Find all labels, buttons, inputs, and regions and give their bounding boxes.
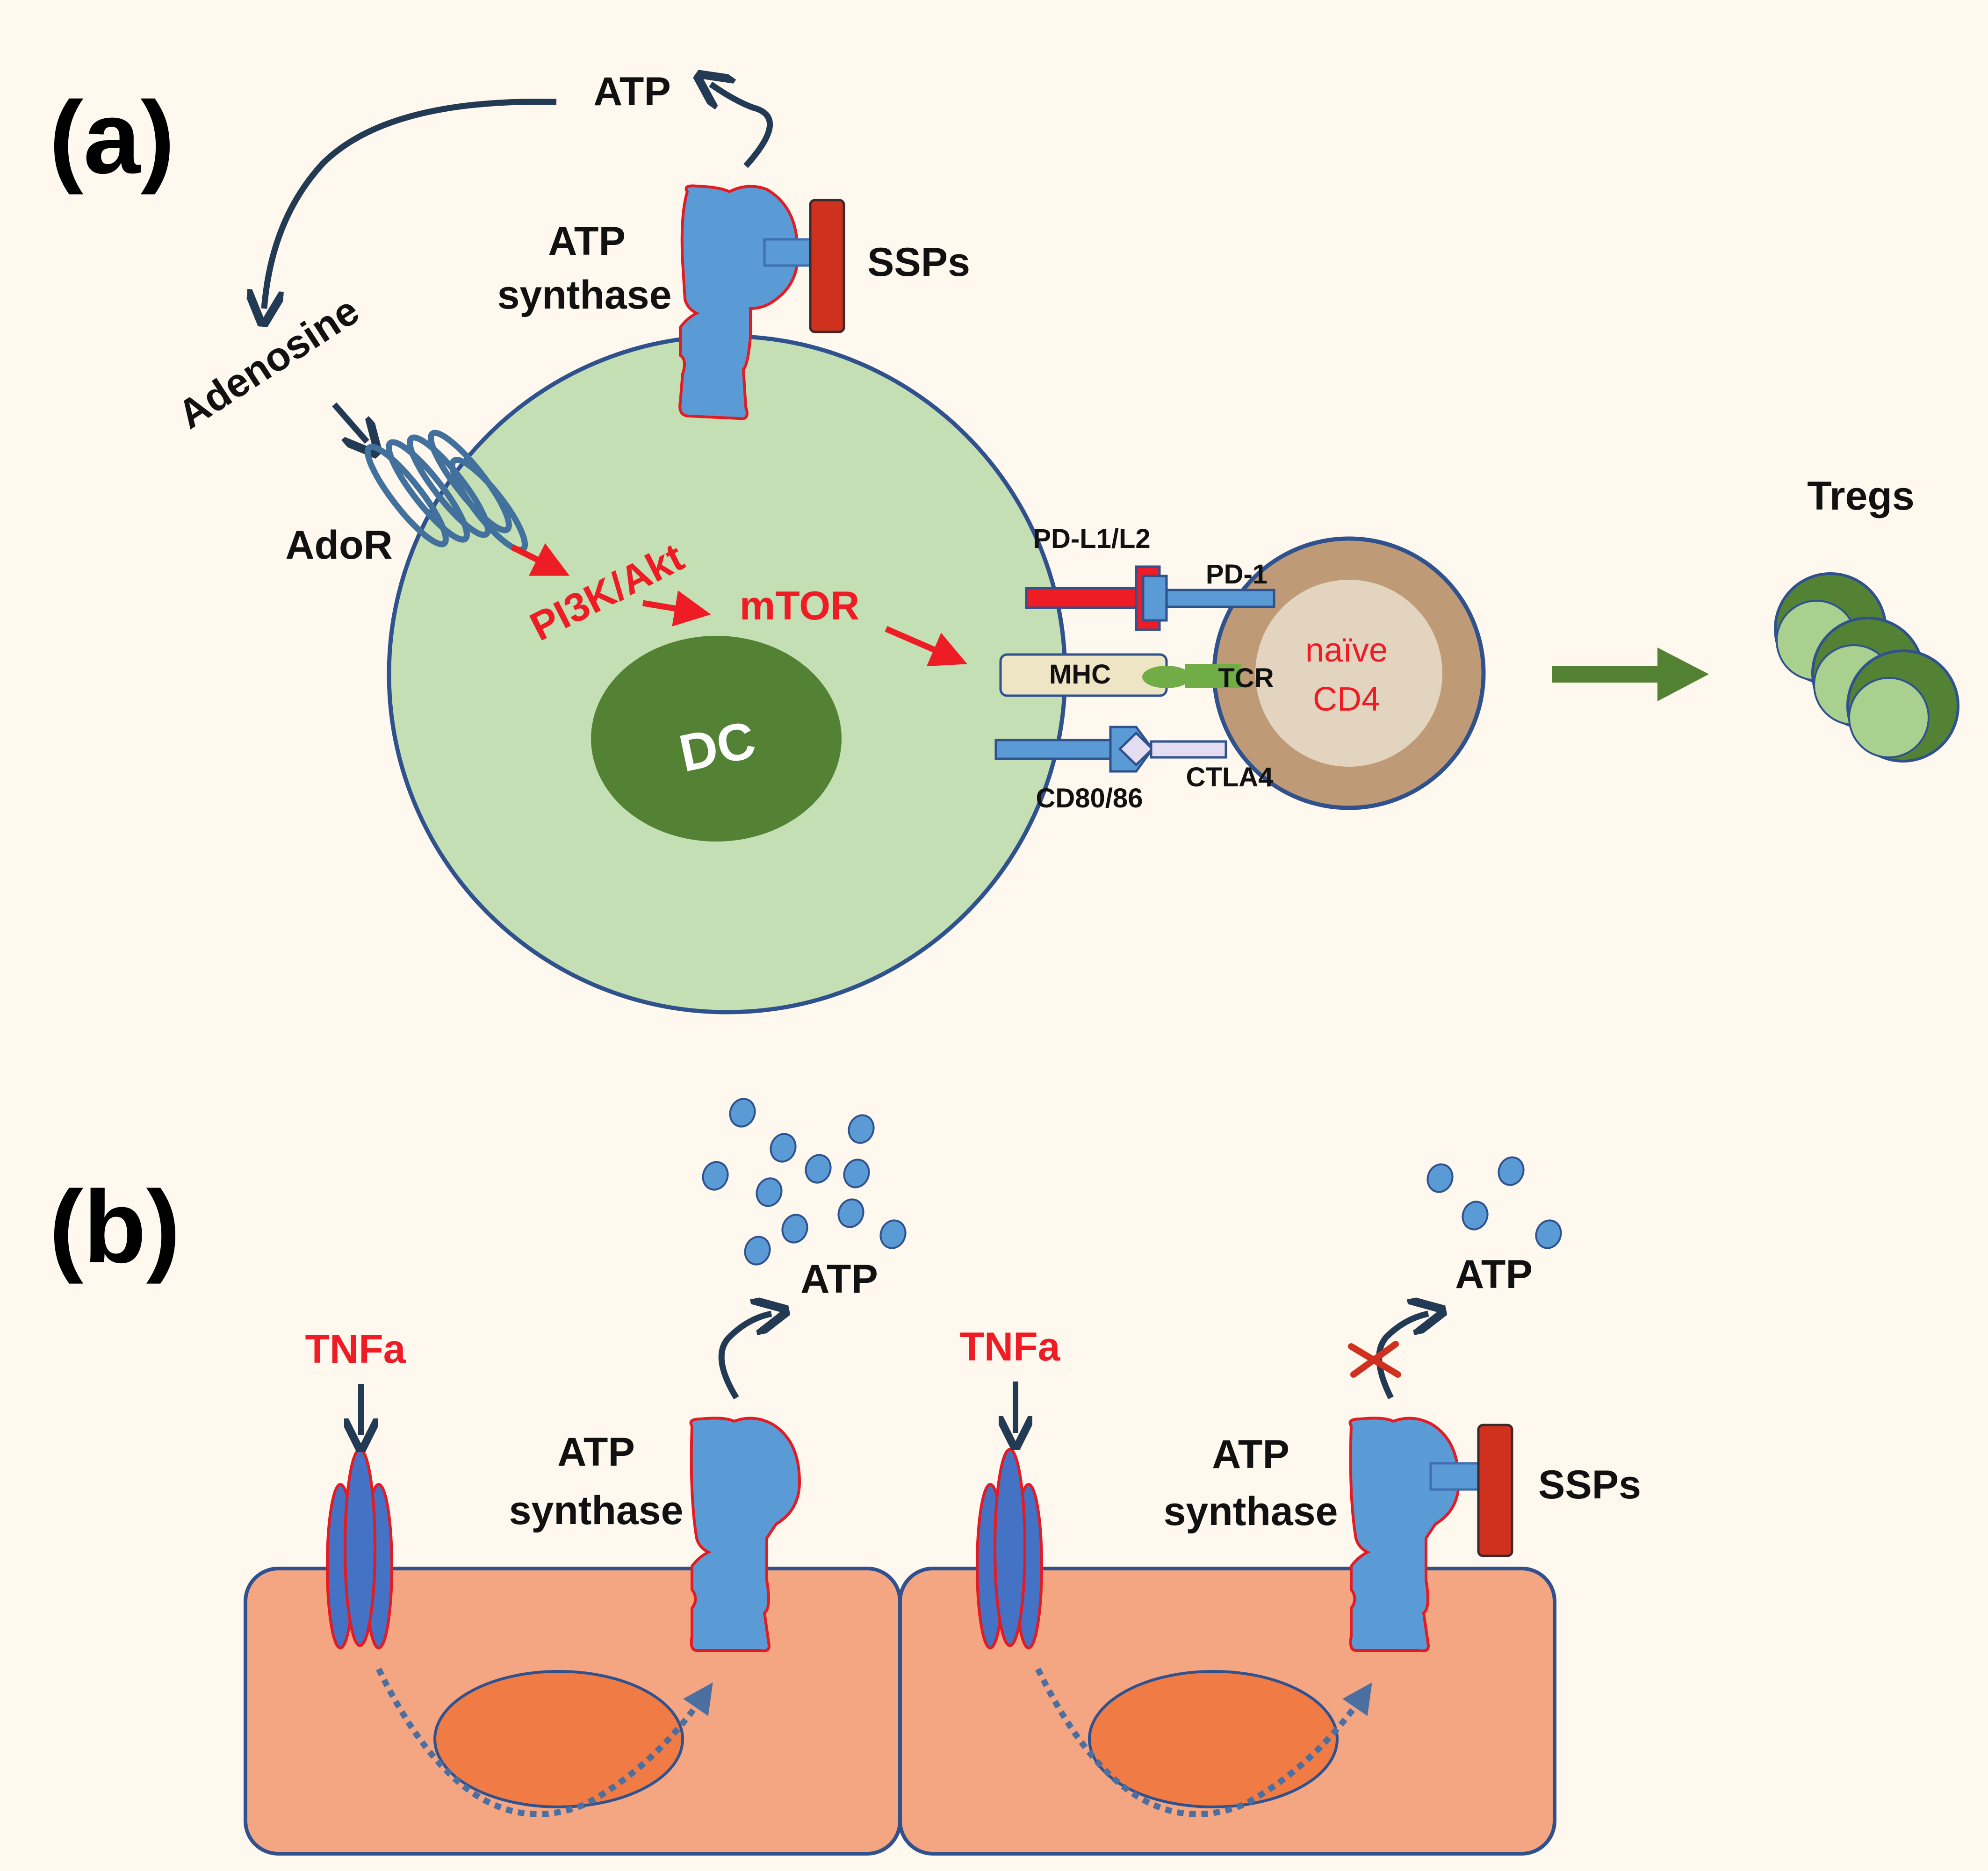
atp-label-b-left: ATP xyxy=(800,1257,878,1302)
atp-molecules-left xyxy=(702,1098,907,1266)
epithelial-nucleus-right xyxy=(1088,1670,1339,1808)
mtor-label: mTOR xyxy=(740,583,859,628)
atp-release-arrow-b-right xyxy=(1376,1314,1428,1399)
panel-label-a: (a) xyxy=(49,80,175,195)
naive-cd4-inner xyxy=(1255,580,1442,767)
adenosine-to-ador-arrow xyxy=(332,402,367,442)
atp-synthase-label-a-1: ATP xyxy=(548,219,626,264)
tnf-receptor-right xyxy=(976,1448,1043,1649)
panel-label-b: (b) xyxy=(49,1169,180,1284)
pi3k-to-mtor-arrow xyxy=(642,590,711,626)
signal-dotted-arrow-right xyxy=(1035,1668,1372,1817)
dc-nucleus xyxy=(591,636,842,842)
cd80-stalk xyxy=(994,739,1119,760)
ctla4-stalk xyxy=(1150,740,1227,759)
atp-synthase-b-left-label-2: synthase xyxy=(509,1488,684,1533)
atp-to-adenosine-arrow xyxy=(264,99,557,309)
ador-receptor xyxy=(365,430,528,553)
atp-synthase-b-right-label-1: ATP xyxy=(1212,1432,1289,1477)
peptide xyxy=(1142,666,1191,688)
tnf-receptor-left xyxy=(326,1448,393,1649)
blocked-cross xyxy=(1348,1341,1401,1378)
naive-cd4-label-1: naïve xyxy=(1305,632,1388,669)
pd-l1-label: PD-L1/L2 xyxy=(1033,524,1150,554)
atp-synthase-b-left xyxy=(689,1417,801,1653)
atp-label-top: ATP xyxy=(593,69,671,114)
atp-release-arrow-b-left xyxy=(718,1314,771,1400)
cd80-label: CD80/86 xyxy=(1036,783,1143,813)
mhc-label: MHC xyxy=(1049,659,1111,690)
ssps-label-a: SSPs xyxy=(867,240,970,285)
atp-synthase-b-right-label-2: synthase xyxy=(1164,1489,1338,1534)
treg-cells xyxy=(1774,572,1959,763)
ssp-binding-arm-b xyxy=(1429,1462,1486,1491)
ctla4-label: CTLA4 xyxy=(1186,762,1274,792)
atp-label-b-right: ATP xyxy=(1455,1252,1533,1297)
ssp-bar-b xyxy=(1477,1424,1513,1557)
ador-label: AdoR xyxy=(285,523,392,568)
signal-dotted-arrow-left xyxy=(376,1668,713,1817)
atp-release-arrow-a xyxy=(711,84,773,168)
tnfa-label-right: TNFa xyxy=(960,1324,1061,1369)
ssps-label-b: SSPs xyxy=(1538,1462,1641,1507)
ctla4-head xyxy=(1118,731,1154,767)
epithelial-nucleus-left xyxy=(433,1670,684,1808)
tcr-label: TCR xyxy=(1218,663,1274,693)
tregs-label: Tregs xyxy=(1807,474,1914,518)
atp-synthase-label-a-2: synthase xyxy=(497,273,672,317)
tcr-molecule xyxy=(1185,664,1241,688)
ador-to-pi3k-arrow xyxy=(511,543,570,576)
pd-1-stalk xyxy=(1153,589,1275,608)
tnfa-label-left: TNFa xyxy=(305,1327,406,1372)
pd-1-label: PD-1 xyxy=(1206,559,1268,590)
differentiation-arrow xyxy=(1552,648,1709,701)
mtor-to-synapse-arrow xyxy=(885,626,967,667)
atp-synthase-b-left-label-1: ATP xyxy=(557,1430,635,1475)
ssp-bar-a xyxy=(809,199,845,333)
pd-1-head xyxy=(1142,575,1168,622)
naive-cd4-label-2: CD4 xyxy=(1313,681,1380,718)
atp-molecules-right xyxy=(1426,1156,1562,1249)
